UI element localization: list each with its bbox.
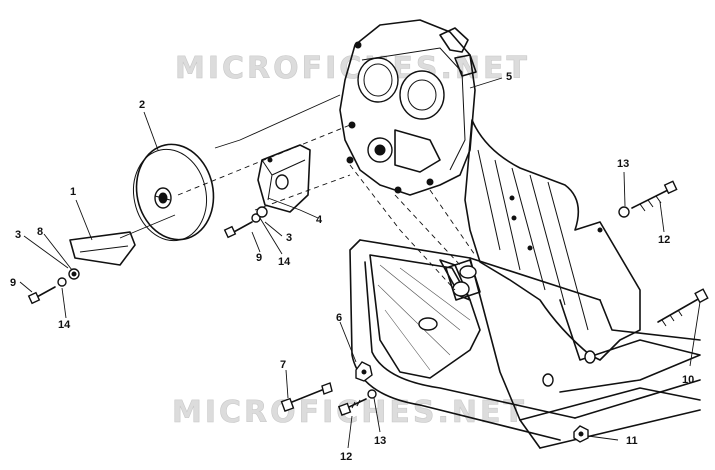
gearcase-center-bore <box>399 70 445 120</box>
plate-rivet-2 <box>511 215 517 221</box>
hardware-center <box>223 206 268 239</box>
cylinder-center <box>445 259 481 301</box>
callout-3-center: 3 <box>286 232 292 244</box>
callout-9-center: 9 <box>256 252 262 264</box>
mounting-bracket <box>257 144 311 213</box>
callout-12-lower: 12 <box>340 451 352 463</box>
callout-13-right: 13 <box>617 158 629 170</box>
watermark-bottom: MICROFICHES.NET <box>172 395 527 430</box>
rail-boss-left <box>542 373 554 387</box>
gearcase-bolt-1 <box>348 121 356 129</box>
frame-rails <box>349 239 701 449</box>
callout-5: 5 <box>506 71 512 83</box>
callout-9-left: 9 <box>10 277 16 289</box>
gearcase-side-fitting <box>454 54 477 77</box>
callout-3-left: 3 <box>15 229 21 241</box>
callout-10: 10 <box>682 374 694 386</box>
plate-hole-left <box>418 317 438 331</box>
callout-7: 7 <box>280 359 286 371</box>
bracket-hole <box>452 281 470 297</box>
gearcase-bolt-2 <box>354 41 362 49</box>
nut-lower-right <box>573 425 589 443</box>
callout-14-left: 14 <box>58 319 71 331</box>
star-nut-center <box>355 361 373 382</box>
plate-rivet-1 <box>509 195 515 201</box>
plate-rivet-3 <box>527 245 533 251</box>
callout-4: 4 <box>316 214 323 226</box>
plate-rivet-4 <box>597 227 603 233</box>
callout-12-right: 12 <box>658 234 670 246</box>
mounting-plate <box>369 119 641 387</box>
bolt-lower-center <box>337 389 377 416</box>
gearcase-top-fitting <box>439 27 469 53</box>
gearcase-housing <box>339 19 477 196</box>
callout-13-lower: 13 <box>374 435 386 447</box>
bolt-lower <box>280 382 333 412</box>
rail-boss-right <box>584 350 596 364</box>
callout-1: 1 <box>70 186 76 198</box>
bolt-long-right <box>657 288 709 327</box>
gearcase-bolt-5 <box>346 156 354 164</box>
callout-14-center: 14 <box>278 256 291 268</box>
drive-sheave <box>133 143 215 242</box>
callout-6: 6 <box>336 312 342 324</box>
alignment-lines <box>119 94 476 291</box>
gearcase-bolt-3 <box>426 178 434 186</box>
callout-leaders <box>19 77 701 449</box>
bracket-tab <box>439 259 471 301</box>
callout-8: 8 <box>37 226 43 238</box>
gearcase-bolt-4 <box>394 186 402 194</box>
bolt-upper-right <box>618 180 678 218</box>
callout-numbers: 1 2 3 3 4 5 6 7 8 9 9 10 11 12 12 13 13 … <box>10 71 694 463</box>
key-wedge <box>69 231 136 266</box>
hardware-left <box>27 268 80 305</box>
callout-2: 2 <box>139 99 145 111</box>
callout-11: 11 <box>626 435 638 447</box>
